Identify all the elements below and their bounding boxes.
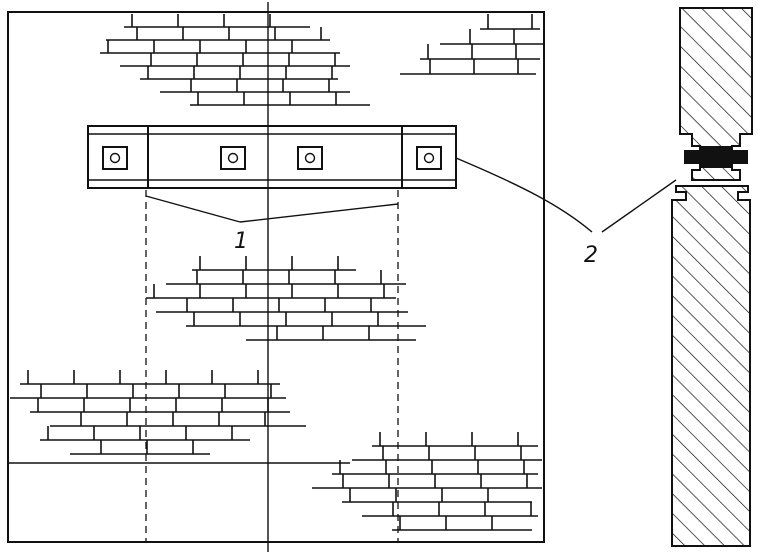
strip-outline — [87, 125, 457, 189]
anchor-plate — [220, 146, 246, 170]
callout-1: 1 — [145, 195, 399, 254]
embedded-strip — [87, 125, 457, 189]
weld-joint-center — [700, 146, 732, 168]
brick-patch-lower-right — [312, 432, 542, 531]
callout-2-label: 2 — [584, 243, 598, 268]
anchor-plate — [416, 146, 442, 170]
callout-2: 2 — [455, 157, 677, 268]
brick-patch-top-center — [100, 14, 370, 106]
brick-patch-middle — [146, 256, 426, 341]
callout-1-label: 1 — [234, 229, 248, 254]
brick-patch-lower-left — [10, 370, 306, 455]
panel-side-section — [671, 7, 753, 547]
anchor-plate — [102, 146, 128, 170]
wall-panel-elevation — [7, 2, 545, 552]
brick-patch-top-right — [400, 14, 544, 75]
lower-panel-section — [671, 185, 751, 547]
upper-panel-section — [679, 7, 753, 181]
panel-outline — [7, 11, 545, 543]
anchor-plate — [297, 146, 323, 170]
